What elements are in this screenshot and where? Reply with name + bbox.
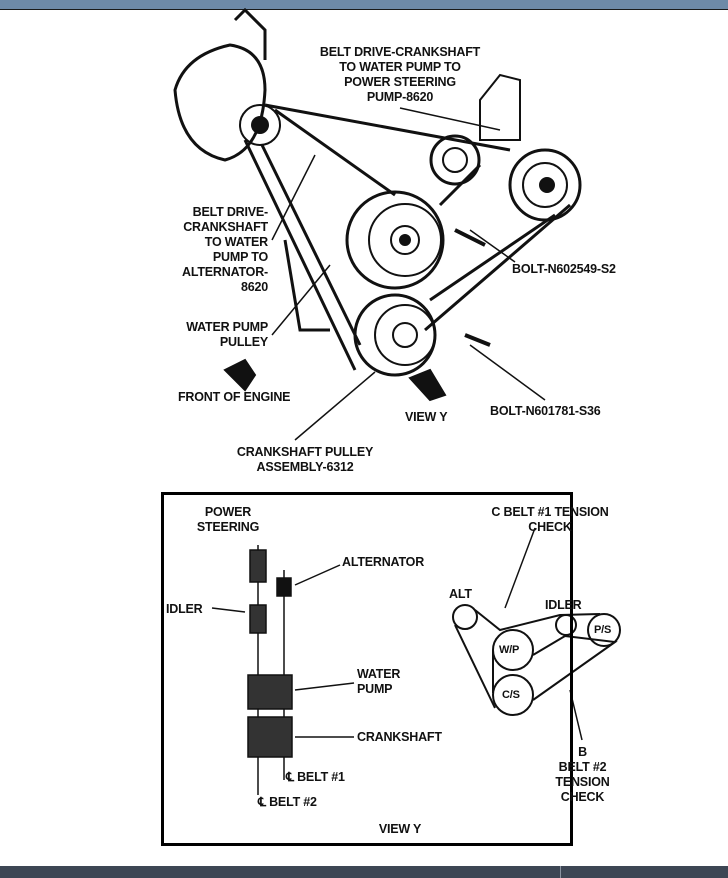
leader-lines: [271, 107, 546, 441]
view-y-arrow-icon: [408, 368, 447, 402]
water-pump-label: WATER PUMP: [357, 667, 401, 696]
belt2-tension-label: B BELT #2 TENSION CHECK: [555, 745, 610, 804]
crankshaft-pulley-label: CRANKSHAFT PULLEY ASSEMBLY-6312: [236, 445, 374, 474]
water-pump-pulley-label: WATER PUMP PULLEY: [186, 320, 268, 349]
alternator-label: ALTERNATOR: [342, 555, 425, 569]
bottom-bar: [0, 866, 728, 878]
front-of-engine-arrow-icon: [223, 358, 257, 392]
bottom-bar-divider: [560, 866, 561, 878]
belt-alt-label: BELT DRIVE- CRANKSHAFT TO WATER PUMP TO …: [182, 205, 268, 294]
idler-small-label: IDLER: [545, 598, 582, 612]
power-steering-label: POWER STEERING: [196, 505, 260, 534]
front-of-engine-label: FRONT OF ENGINE: [178, 390, 291, 404]
belts-drawing: [243, 103, 571, 371]
bolt-drawing: [464, 333, 491, 347]
alt-label: ALT: [449, 587, 472, 601]
cs-label: C/S: [502, 689, 520, 701]
crankshaft-pulley-drawing: [353, 293, 437, 377]
top-bar: [0, 0, 728, 10]
view-y-title: VIEW Y: [378, 822, 422, 836]
bolt-n602549-label: BOLT-N602549-S2: [512, 262, 616, 276]
belt-routing-drawing: [452, 527, 621, 741]
water-pump-pulley-drawing: [345, 190, 445, 290]
belt1-tension-label: C BELT #1 TENSION CHECK: [491, 505, 609, 534]
alternator-drawing: [173, 7, 281, 162]
bolt-n601781-label: BOLT-N601781-S36: [490, 404, 601, 418]
bolt-drawing: [454, 228, 486, 247]
belt-ps-label: BELT DRIVE-CRANKSHAFT TO WATER PUMP TO P…: [319, 45, 481, 104]
power-steering-pump-drawing: [429, 73, 582, 222]
idler-label: IDLER: [166, 602, 203, 616]
view-y-box: [161, 492, 573, 846]
crankshaft-label: CRANKSHAFT: [357, 730, 442, 744]
wp-label: W/P: [499, 644, 520, 656]
view-y-side-drawing: [211, 545, 355, 795]
belt1-centerline-label: ℄ BELT #1: [286, 770, 345, 784]
ps-label: P/S: [594, 624, 612, 636]
view-y-label: VIEW Y: [405, 410, 448, 424]
belt2-centerline-label: ℄ BELT #2: [258, 795, 317, 809]
